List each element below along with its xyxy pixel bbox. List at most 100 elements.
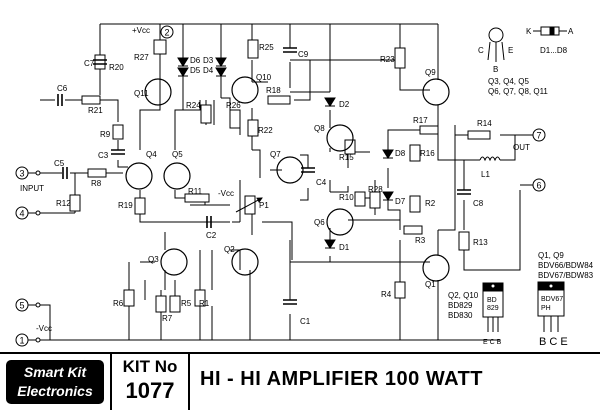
- pkg-bd-2: 829: [487, 305, 499, 312]
- label-p1: P1: [259, 201, 269, 210]
- label-r8: R8: [91, 179, 102, 188]
- resistor-symbols: [69, 39, 491, 313]
- label-l1: L1: [481, 170, 490, 179]
- legend-q1-q9: Q1, Q9: [538, 251, 564, 260]
- label-vcc-plus: +Vcc: [132, 26, 150, 35]
- label-c6: C6: [57, 84, 68, 93]
- port-5: 5: [20, 301, 25, 311]
- label-r28: R28: [368, 185, 383, 194]
- label-r27: R27: [134, 53, 149, 62]
- label-q2: Q2: [224, 245, 235, 254]
- label-d1: D1: [339, 243, 350, 252]
- footer-divider: [110, 354, 112, 410]
- label-q3: Q3: [148, 255, 159, 264]
- label-r20: R20: [109, 63, 124, 72]
- label-r22: R22: [258, 126, 273, 135]
- label-c8: C8: [473, 199, 484, 208]
- label-r12: R12: [56, 199, 71, 208]
- potentiometer-wiper: [235, 197, 263, 213]
- label-d7: D7: [395, 197, 406, 206]
- legend-small-transistors-1: Q3, Q4, Q5: [488, 77, 529, 86]
- label-r13: R13: [473, 238, 488, 247]
- legend-q2-q10-type-2: BD830: [448, 311, 473, 320]
- label-r4: R4: [381, 290, 392, 299]
- legend-q2-q10-type-1: BD829: [448, 301, 473, 310]
- label-q8: Q8: [314, 124, 325, 133]
- page-title: HI - HI AMPLIFIER 100 WATT: [200, 368, 484, 390]
- label-r1: R1: [199, 299, 210, 308]
- legend-pin-b: B: [493, 65, 498, 74]
- label-r23: R23: [380, 55, 395, 64]
- label-q7: Q7: [270, 150, 281, 159]
- diode-symbols: [177, 57, 394, 249]
- label-r26: R26: [226, 101, 241, 110]
- label-d3: D3: [203, 56, 214, 65]
- port-leads: [28, 134, 533, 343]
- package-legend: [482, 26, 567, 332]
- label-c3: C3: [98, 151, 109, 160]
- pkg-bdv-2: PH: [541, 305, 551, 312]
- port-2: 2: [165, 28, 170, 38]
- label-r2: R2: [425, 199, 436, 208]
- label-r24: R24: [186, 101, 201, 110]
- port-6: 6: [537, 181, 542, 191]
- legend-small-transistors-2: Q6, Q7, Q8, Q11: [488, 87, 548, 96]
- port-numbers: 3 4 5 1 2 7 6: [20, 28, 542, 346]
- label-c7: C7: [84, 59, 95, 68]
- legend-q2-q10: Q2, Q10: [448, 291, 479, 300]
- label-c5: C5: [54, 159, 65, 168]
- legend-diodes: D1...D8: [540, 46, 568, 55]
- label-c4: C4: [316, 178, 327, 187]
- kit-number-box: KIT No 1077: [116, 356, 184, 404]
- label-q10: Q10: [256, 73, 272, 82]
- label-r3: R3: [415, 236, 426, 245]
- label-d6: D6: [190, 56, 201, 65]
- pkg-bd-1: BD: [487, 297, 497, 304]
- pkg-bce: B C E: [539, 336, 568, 348]
- schematic-wires: [40, 23, 521, 341]
- label-input: INPUT: [20, 184, 44, 193]
- legend-pin-a: A: [568, 27, 574, 36]
- capacitor-symbols: [57, 47, 471, 305]
- port-1: 1: [20, 336, 25, 346]
- label-r19: R19: [118, 201, 133, 210]
- legend-q1-q9-types-1: BDV66/BDW84: [538, 261, 594, 270]
- label-r7: R7: [162, 314, 173, 323]
- label-r15: R15: [339, 153, 354, 162]
- kit-number: 1077: [125, 378, 175, 403]
- label-out: OUT: [513, 143, 530, 152]
- footer-bar: Smart Kit Electronics KIT No 1077 HI - H…: [0, 352, 600, 410]
- label-r16: R16: [420, 149, 435, 158]
- label-d2: D2: [339, 100, 350, 109]
- label-q6: Q6: [314, 218, 325, 227]
- logo-line2: Electronics: [17, 383, 93, 399]
- port-4: 4: [20, 209, 25, 219]
- logo-line1: Smart Kit: [23, 364, 87, 380]
- label-vcc-minus: -Vcc: [218, 189, 234, 198]
- pinout-legend-text: C E B K A D1...D8 Q3, Q4, Q5 Q6, Q7, Q8,…: [448, 27, 594, 348]
- label-q11: Q11: [134, 89, 149, 98]
- legend-pin-k: K: [526, 27, 532, 36]
- label-r10: R10: [339, 193, 354, 202]
- component-labels: C7 R20 R27 +Vcc D6 D5 D3 D4 R25 C9 R23 Q…: [20, 26, 530, 333]
- port-3: 3: [20, 169, 25, 179]
- legend-pin-c: C: [478, 46, 484, 55]
- label-q1: Q1: [425, 280, 436, 289]
- port-7: 7: [537, 131, 542, 141]
- legend-q1-q9-types-2: BDV67/BDW83: [538, 271, 594, 280]
- label-d5: D5: [190, 66, 201, 75]
- label-d8: D8: [395, 149, 406, 158]
- amplifier-schematic: C7 R20 R27 +Vcc D6 D5 D3 D4 R25 C9 R23 Q…: [15, 23, 594, 348]
- label-c9: C9: [298, 50, 309, 59]
- pkg-bdv-1: BDV67: [541, 296, 563, 303]
- label-r25: R25: [259, 43, 274, 52]
- legend-pin-e: E: [508, 46, 513, 55]
- label-d4: D4: [203, 66, 214, 75]
- label-r11: R11: [188, 187, 203, 196]
- label-q4: Q4: [146, 150, 157, 159]
- label-q5: Q5: [172, 150, 183, 159]
- label-r21: R21: [88, 106, 103, 115]
- label-r18: R18: [266, 86, 281, 95]
- inductor-l1: [479, 156, 501, 162]
- label-c1: C1: [300, 317, 311, 326]
